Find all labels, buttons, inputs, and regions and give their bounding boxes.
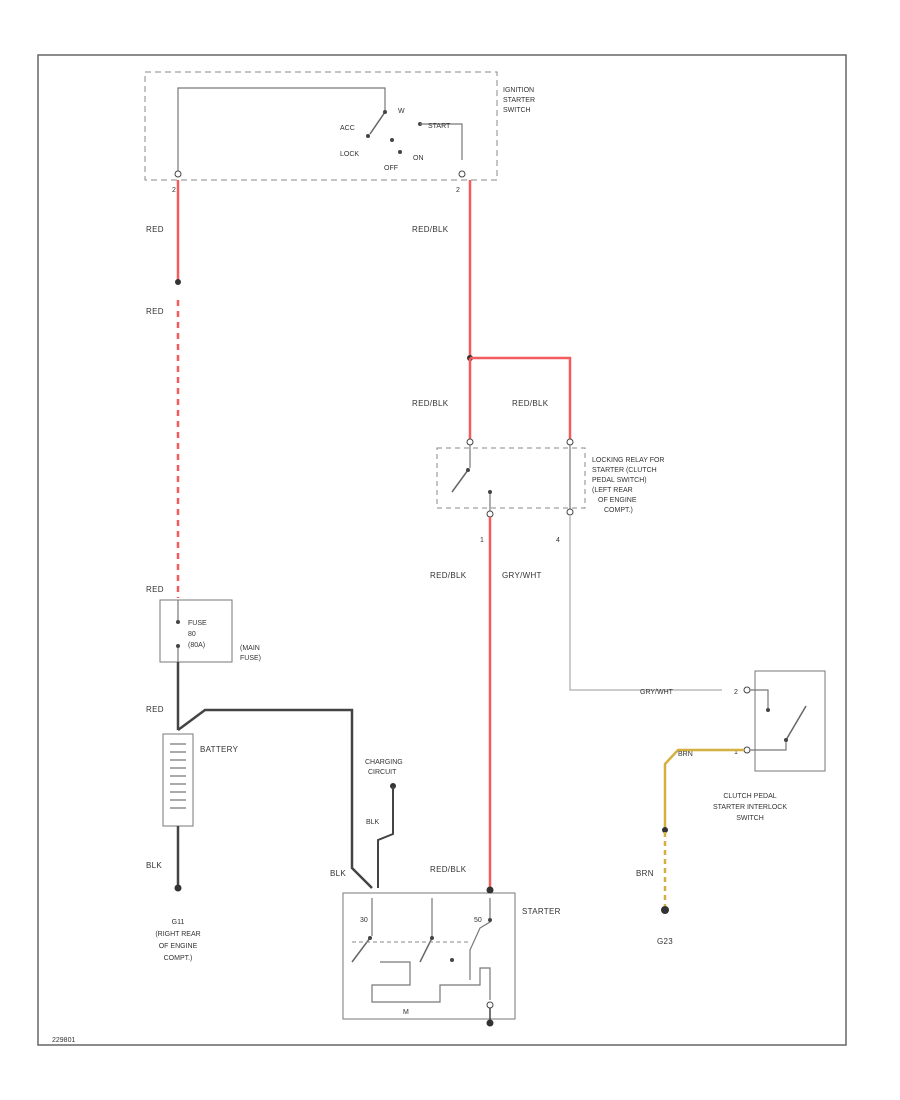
relay-pin-right: 4 — [556, 537, 560, 544]
charging-title-2: CIRCUIT — [368, 769, 397, 776]
ign-pin-right: 2 — [456, 187, 460, 194]
starter-motor-label: M — [403, 1009, 409, 1016]
relay-pin-left: 1 — [480, 537, 484, 544]
g11-title-4: COMPT.) — [164, 955, 193, 962]
clutch-pin-bottom: 1 — [734, 749, 738, 756]
fuse-inner-3: (80A) — [188, 642, 205, 649]
relay-title-5: OF ENGINE — [598, 497, 637, 504]
wire-relay-clutch — [569, 515, 722, 691]
red-blk-wire-ignition: RED/BLK RED/BLK RED/BLK — [412, 180, 572, 440]
charging-title-1: CHARGING — [365, 759, 403, 766]
ign-pos-lock: LOCK — [340, 151, 359, 158]
fuse-title-2: FUSE) — [240, 655, 261, 662]
clutch-title-3: SWITCH — [736, 815, 764, 822]
starter: 30 50 M STARTER — [342, 892, 561, 1027]
wire-clutch-ground — [663, 748, 744, 828]
wire-label-red-blk-top: RED/BLK — [412, 225, 449, 234]
figure-id: 229801 — [52, 1037, 75, 1044]
ground-g23-label: G23 — [657, 937, 673, 946]
diagram-frame — [37, 54, 847, 1046]
clutch-title-1: CLUTCH PEDAL — [723, 793, 776, 800]
main-fuse: FUSE 80 (80A) (MAIN FUSE) — [159, 599, 261, 663]
wire-battery-starter-blk — [177, 708, 373, 889]
fuse-title-1: (MAIN — [240, 645, 260, 652]
ign-pin-left: 2 — [172, 187, 176, 194]
wire-label-red-blk-right: RED/BLK — [512, 399, 549, 408]
wire-label-gry-wht-switch: GRY/WHT — [640, 689, 674, 696]
ign-title-2: STARTER — [503, 97, 535, 104]
charging-circuit: CHARGING CIRCUIT BLK — [365, 759, 403, 888]
starter-pin-50: 50 — [474, 917, 482, 924]
wire-label-blk-battery: BLK — [146, 861, 162, 870]
wire-label-gry-wht-down: GRY/WHT — [502, 571, 542, 580]
relay-title-3: PEDAL SWITCH) — [592, 477, 647, 484]
ignition-starter-switch: W ACC START LOCK ON OFF 2 2 IGNITION STA… — [144, 71, 535, 194]
ign-pos-w: W — [398, 108, 405, 115]
wire-label-red-low: RED — [146, 585, 164, 594]
g11-title-1: G11 — [172, 919, 185, 926]
locking-relay: 1 4 LOCKING RELAY FOR STARTER (CLUTCH PE… — [436, 438, 664, 544]
relay-title-1: LOCKING RELAY FOR — [592, 457, 664, 464]
battery: BATTERY — [162, 733, 239, 827]
ign-pos-acc: ACC — [340, 125, 355, 132]
ign-title-1: IGNITION — [503, 87, 534, 94]
g11-title-2: (RIGHT REAR — [155, 931, 200, 938]
fuse-inner-1: FUSE — [188, 620, 207, 627]
clutch-pin-top: 2 — [734, 689, 738, 696]
fuse-inner-2: 80 — [188, 631, 196, 638]
ground-g11: G11 (RIGHT REAR OF ENGINE COMPT.) — [155, 919, 200, 962]
ign-pos-start: START — [428, 123, 451, 130]
wire-label-red-battery: RED — [146, 705, 164, 714]
battery-label: BATTERY — [200, 745, 239, 754]
g11-title-3: OF ENGINE — [159, 943, 198, 950]
wire-label-red-blk-starter: RED/BLK — [430, 865, 467, 874]
wire-label-red-mid: RED — [146, 307, 164, 316]
wire-label-red-top: RED — [146, 225, 164, 234]
starter-pin-30: 30 — [360, 917, 368, 924]
clutch-title-2: STARTER INTERLOCK — [713, 804, 787, 811]
wire-label-blk-starter: BLK — [330, 869, 346, 878]
ign-pos-off: OFF — [384, 165, 398, 172]
clutch-pedal-switch: 2 1 CLUTCH PEDAL STARTER INTERLOCK SWITC… — [713, 670, 826, 822]
wire-label-brn-switch: BRN — [678, 751, 693, 758]
red-wire-main: RED RED RED — [146, 180, 181, 598]
relay-title-2: STARTER (CLUTCH — [592, 467, 657, 474]
starter-label: STARTER — [522, 907, 561, 916]
ground-g11-point — [174, 884, 182, 892]
relay-title-6: COMPT.) — [604, 507, 633, 514]
relay-title-4: (LEFT REAR — [592, 487, 633, 494]
ign-pos-on: ON — [413, 155, 424, 162]
wire-label-red-blk-left: RED/BLK — [412, 399, 449, 408]
ign-title-3: SWITCH — [503, 107, 531, 114]
ground-g23-point — [661, 906, 669, 914]
wire-label-blk-charging: BLK — [366, 819, 380, 826]
wire-label-brn-ground: BRN — [636, 869, 654, 878]
wire-label-red-blk-down: RED/BLK — [430, 571, 467, 580]
